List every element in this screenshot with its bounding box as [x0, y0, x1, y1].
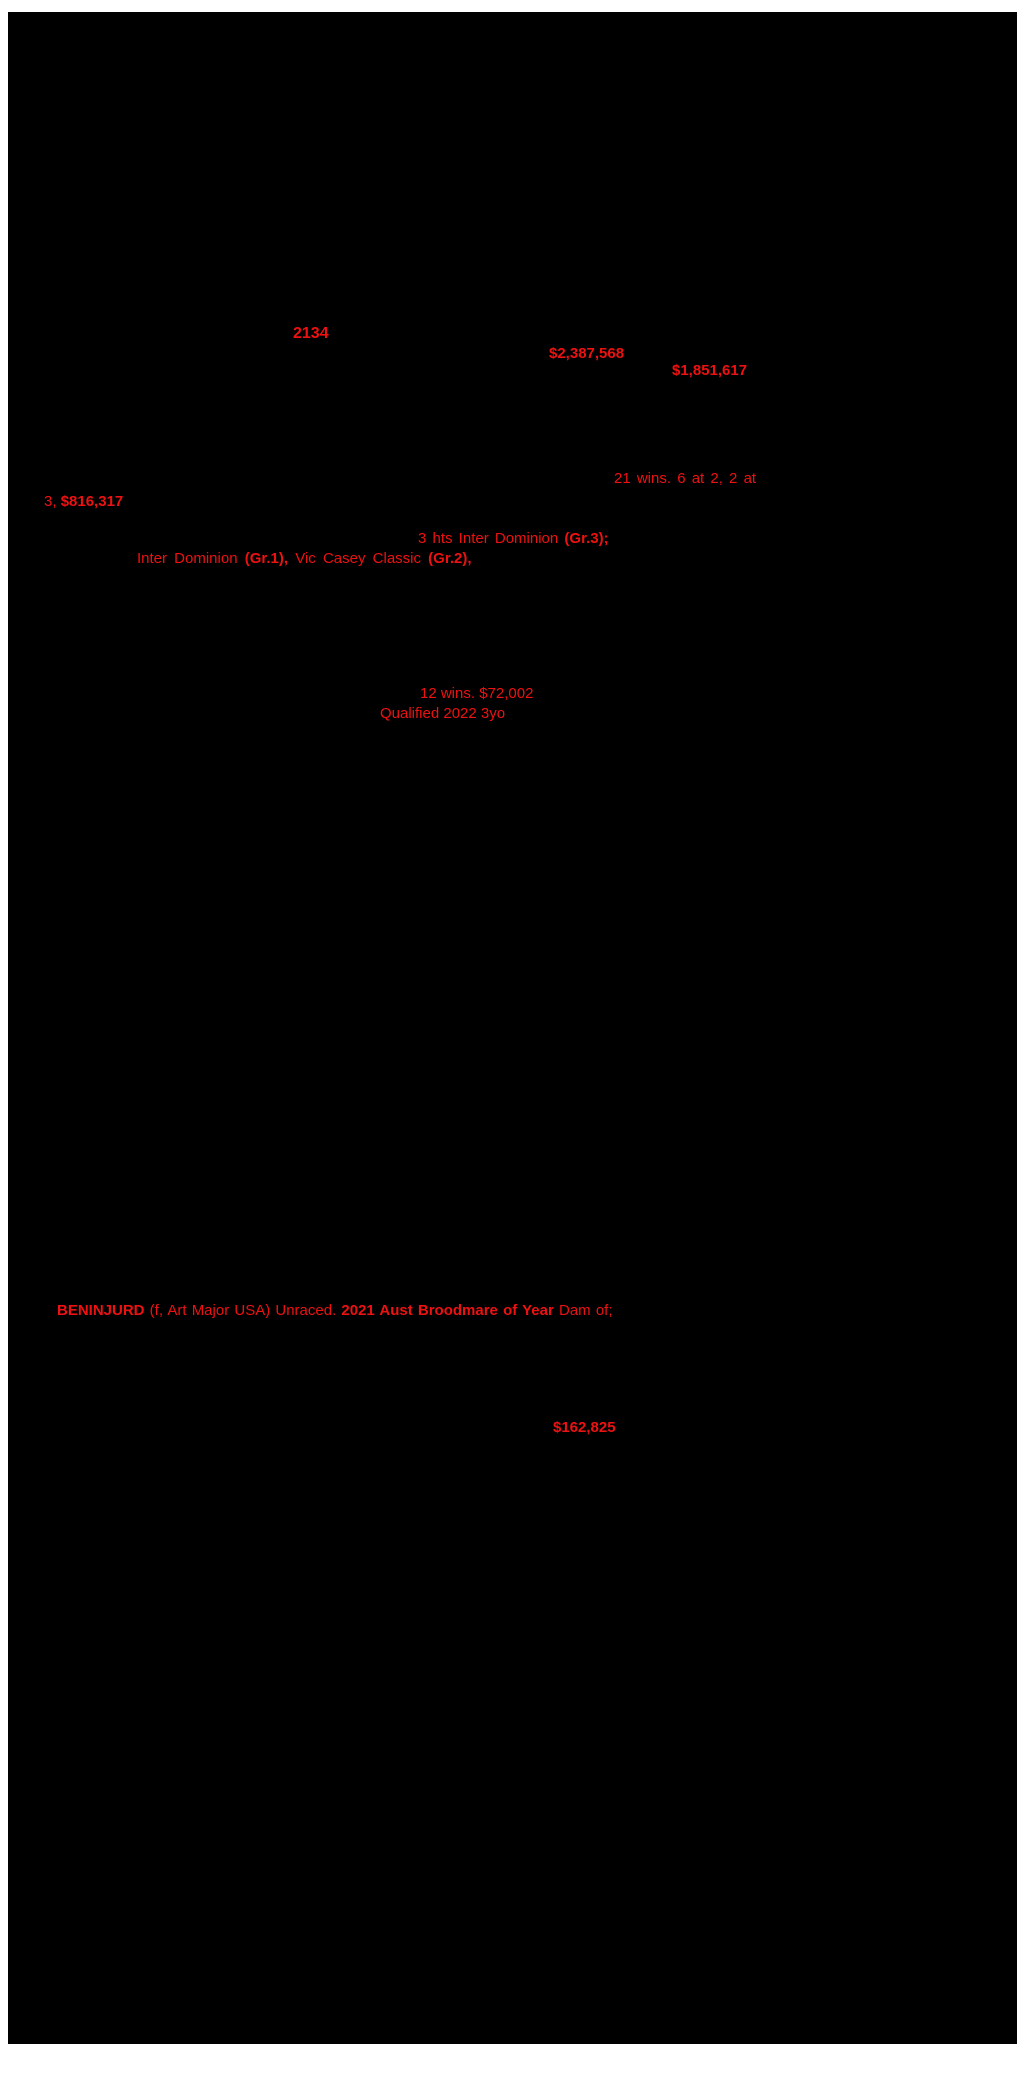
broodmare-award-text: 2021 Aust Broodmare of Year — [341, 1302, 554, 1319]
horse-details-text: (f, Art Major USA) Unraced. — [144, 1302, 342, 1319]
group-race-grade: (Gr.1), — [244, 550, 289, 567]
race-record-text: 3, — [44, 493, 61, 510]
stakes-performance-line: 3 hts Inter Dominion (Gr.3); — [418, 531, 609, 547]
group-race-grade: (Gr.2), — [428, 550, 472, 567]
broodmare-entry-line: BENINJURD (f, Art Major USA) Unraced. 20… — [57, 1303, 613, 1319]
horse-name: BENINJURD — [57, 1302, 145, 1319]
race-record-line: 3, $816,317 — [44, 494, 123, 510]
prizemoney-amount: $1,851,617 — [672, 363, 747, 379]
prizemoney-text: $162,825 — [553, 1419, 616, 1436]
prizemoney-text: $1,851,617 — [672, 362, 748, 379]
race-record-text: Qualified 2022 3yo — [380, 705, 506, 722]
lot-number-text: 2134 — [293, 325, 329, 342]
group-race-grade: (Gr.3); — [564, 530, 609, 547]
stakes-race-text: Vic Casey Classic — [288, 550, 429, 567]
race-record-line: Qualified 2022 3yo — [380, 706, 505, 722]
race-record-line: 21 wins. 6 at 2, 2 at — [614, 471, 756, 487]
prizemoney-amount: $162,825 — [553, 1420, 616, 1436]
dam-of-text: Dam of; — [553, 1302, 613, 1319]
prizemoney-text: $2,387,568 — [549, 345, 625, 362]
race-record-text: 12 wins. $72,002 — [420, 685, 534, 702]
prizemoney-text: $816,317 — [60, 493, 124, 510]
stakes-race-text: Inter Dominion — [137, 550, 245, 567]
prizemoney-amount: $2,387,568 — [549, 346, 624, 362]
lot-number: 2134 — [293, 326, 329, 342]
race-record-line: 12 wins. $72,002 — [420, 686, 533, 702]
stakes-performance-line: Inter Dominion (Gr.1), Vic Casey Classic… — [137, 551, 472, 567]
race-record-text: 21 wins. 6 at 2, 2 at — [614, 470, 757, 487]
catalogue-page-black-background — [8, 12, 1017, 2044]
stakes-race-text: 3 hts Inter Dominion — [418, 530, 565, 547]
